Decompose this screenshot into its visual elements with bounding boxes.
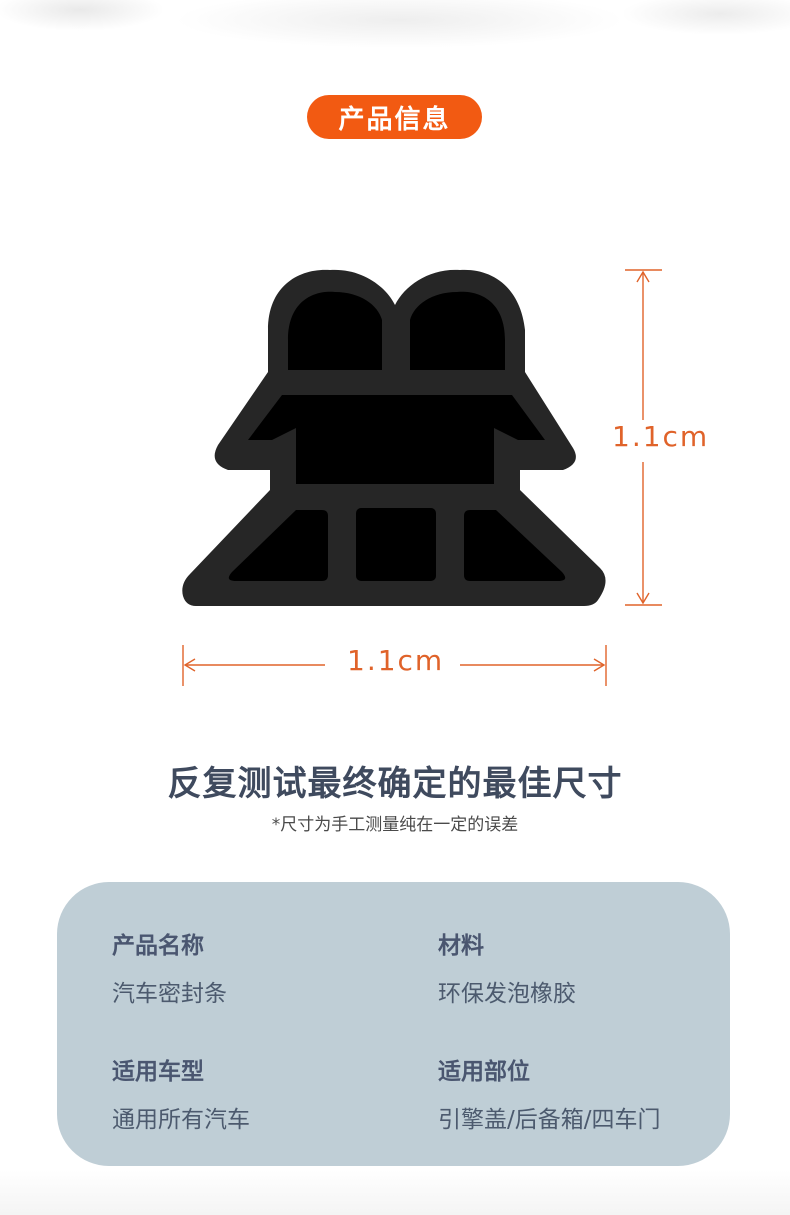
spec-label: 产品名称 — [112, 933, 204, 959]
spec-item-vehicle-type: 适用车型 通用所有汽车 — [112, 1052, 250, 1134]
height-dimension-label: 1.1cm — [612, 420, 710, 453]
top-decoration — [0, 0, 790, 90]
spec-value: 汽车密封条 — [112, 981, 227, 1007]
seal-bottom-left-cavity — [228, 510, 328, 581]
spec-value: 引擎盖/后备箱/四车门 — [438, 1107, 661, 1133]
seal-strip-cross-section — [182, 269, 662, 686]
bottom-decoration — [0, 1170, 790, 1215]
spec-label: 材料 — [438, 933, 484, 959]
measurement-note: *尺寸为手工测量纯在一定的误差 — [271, 815, 519, 835]
seal-right-lobe-cavity — [410, 291, 505, 370]
height-dimension-line — [625, 269, 662, 606]
headline: 反复测试最终确定的最佳尺寸 — [167, 764, 623, 804]
width-dimension-line — [182, 645, 607, 686]
spec-label: 适用部位 — [438, 1059, 530, 1085]
spec-card: 产品名称 汽车密封条 材料 环保发泡橡胶 适用车型 通用所有汽车 适用部位 引擎… — [57, 882, 730, 1166]
spec-item-product-name: 产品名称 汽车密封条 — [112, 926, 227, 1008]
width-dimension-label: 1.1cm — [347, 644, 445, 677]
section-badge-label: 产品信息 — [338, 104, 451, 135]
spec-item-applicable-parts: 适用部位 引擎盖/后备箱/四车门 — [438, 1052, 661, 1134]
spec-label: 适用车型 — [112, 1059, 204, 1085]
seal-left-lobe-cavity — [288, 291, 382, 370]
seal-bottom-right-cavity — [464, 510, 566, 581]
seal-middle-cavity — [248, 395, 545, 484]
spec-value: 环保发泡橡胶 — [438, 981, 576, 1007]
section-badge: 产品信息 — [307, 95, 482, 139]
spec-value: 通用所有汽车 — [112, 1107, 250, 1133]
seal-bottom-center-cavity — [356, 508, 436, 581]
spec-item-material: 材料 环保发泡橡胶 — [438, 926, 576, 1008]
